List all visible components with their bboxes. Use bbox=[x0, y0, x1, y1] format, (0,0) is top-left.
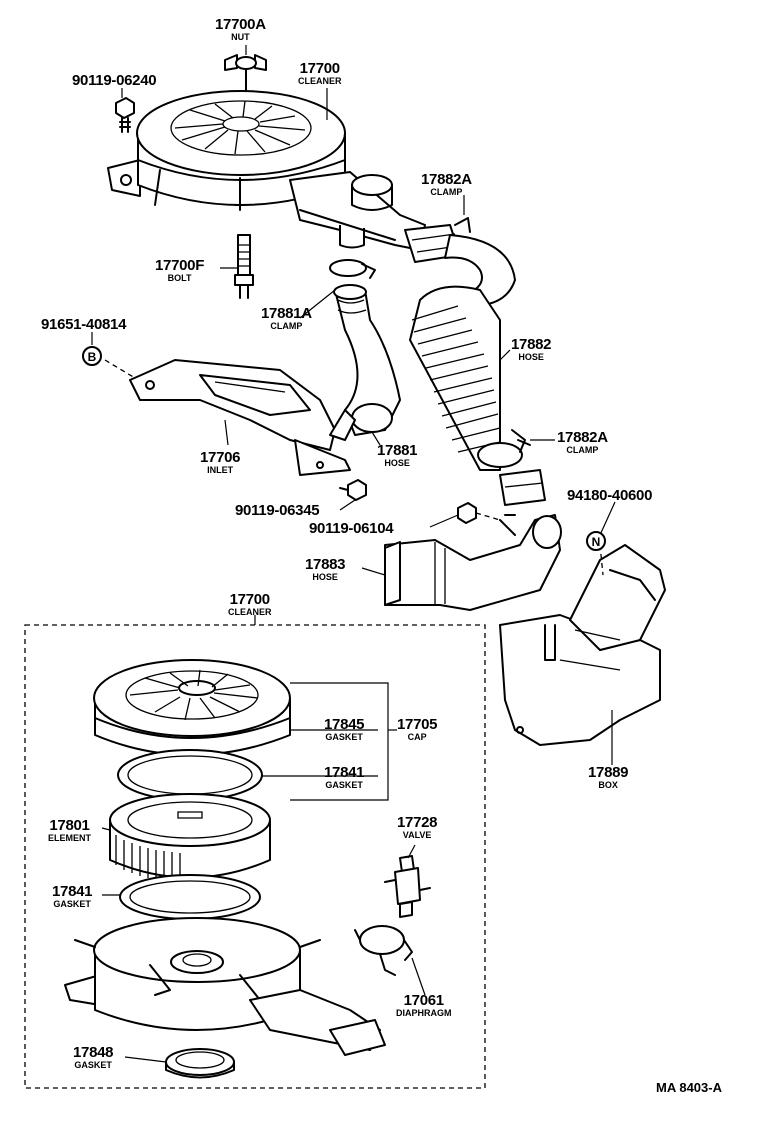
part-number: 17061 bbox=[403, 992, 445, 1009]
part-number: 91651-40814 bbox=[41, 316, 127, 333]
part-name: CLAMP bbox=[430, 187, 463, 197]
marker-n-circle bbox=[586, 531, 606, 551]
part-name: BOLT bbox=[167, 273, 192, 283]
valve-diaphragm bbox=[354, 855, 431, 976]
part-number: 94180-40600 bbox=[567, 487, 653, 504]
label-17705-cap: 17705 CAP bbox=[397, 716, 438, 742]
hose-17883 bbox=[384, 502, 562, 611]
label-17848-gasket: 17848 GASKET bbox=[73, 1044, 114, 1070]
part-number: 17889 bbox=[588, 764, 629, 781]
label-17728-valve: 17728 VALVE bbox=[397, 814, 438, 840]
marker-n: N bbox=[592, 535, 601, 549]
inlet-17706 bbox=[104, 359, 367, 501]
part-name: CLAMP bbox=[270, 321, 303, 331]
part-number: 17882A bbox=[557, 429, 608, 446]
hose-17881-assembly bbox=[329, 259, 401, 436]
part-number: 17841 bbox=[324, 764, 365, 781]
label-17882a-low: 17882A CLAMP bbox=[557, 430, 608, 455]
part-number: 17882A bbox=[421, 171, 472, 188]
part-number: 17881A bbox=[261, 305, 312, 322]
part-number: 17700F bbox=[155, 257, 205, 274]
box-17889 bbox=[499, 544, 666, 746]
reference-markers: B N bbox=[82, 346, 606, 551]
part-name: HOSE bbox=[312, 572, 338, 582]
part-name: CLEANER bbox=[228, 607, 272, 617]
part-name: CLEANER bbox=[298, 76, 342, 86]
part-number: 17882 bbox=[511, 336, 552, 353]
part-number: 17848 bbox=[73, 1044, 114, 1061]
part-name: GASKET bbox=[325, 732, 363, 742]
label-17881-hose: 17881 HOSE bbox=[377, 442, 418, 468]
part-number: 90119-06345 bbox=[235, 502, 320, 519]
part-number: 90119-06104 bbox=[309, 520, 394, 537]
part-number: 90119-06240 bbox=[72, 72, 157, 89]
part-name: GASKET bbox=[74, 1060, 112, 1070]
label-91651-40814: 91651-40814 bbox=[41, 317, 126, 332]
label-17700-cleaner: 17700 CLEANER bbox=[298, 61, 342, 86]
part-name: HOSE bbox=[518, 352, 544, 362]
cleaner-exploded-set bbox=[24, 615, 486, 1089]
label-17889-box: 17889 BOX bbox=[588, 764, 629, 790]
part-name: GASKET bbox=[325, 780, 363, 790]
label-90119-06104: 90119-06104 bbox=[309, 520, 394, 537]
drawing-reference: MA 8403-A bbox=[656, 1080, 722, 1095]
label-17706-inlet: 17706 INLET bbox=[200, 449, 241, 475]
label-90119-06240: 90119-06240 bbox=[72, 72, 157, 89]
marker-b: B bbox=[88, 350, 97, 364]
label-17882a-top: 17882A CLAMP bbox=[421, 172, 472, 197]
label-17061-diaphragm: 17061 DIAPHRAGM bbox=[396, 993, 452, 1018]
marker-b-circle bbox=[82, 346, 102, 366]
part-number: 17705 bbox=[397, 716, 438, 733]
part-name: CLAMP bbox=[566, 445, 599, 455]
part-number: 17801 bbox=[49, 817, 90, 834]
label-90119-06345: 90119-06345 bbox=[235, 502, 320, 519]
part-number: 17883 bbox=[305, 556, 346, 573]
part-number: 17706 bbox=[200, 449, 241, 466]
label-17883-hose: 17883 HOSE bbox=[305, 556, 346, 582]
part-number: 17881 bbox=[377, 442, 418, 459]
label-17841-gasket-lower: 17841 GASKET bbox=[52, 883, 93, 909]
part-name: VALVE bbox=[402, 830, 432, 840]
part-name: BOX bbox=[598, 780, 618, 790]
label-17700f: 17700F BOLT bbox=[155, 258, 204, 283]
part-name: DIAPHRAGM bbox=[396, 1008, 452, 1018]
label-17841-gasket-upper: 17841 GASKET bbox=[324, 764, 365, 790]
part-number: 17728 bbox=[397, 814, 438, 831]
label-17881a: 17881A CLAMP bbox=[261, 306, 312, 331]
part-name: HOSE bbox=[384, 458, 410, 468]
hose-17882-assembly bbox=[404, 217, 546, 506]
part-name: GASKET bbox=[53, 899, 91, 909]
air-cleaner-top-assembly bbox=[107, 54, 426, 299]
label-17801-element: 17801 ELEMENT bbox=[48, 818, 91, 843]
label-17700-cleaner-set: 17700 CLEANER bbox=[228, 592, 272, 617]
part-number: 17700A bbox=[215, 16, 266, 33]
part-name: NUT bbox=[231, 32, 250, 42]
part-number: 17700 bbox=[229, 591, 271, 608]
part-name: CAP bbox=[407, 732, 427, 742]
part-name: INLET bbox=[207, 465, 234, 475]
part-number: 17700 bbox=[299, 60, 341, 77]
label-17882-hose: 17882 HOSE bbox=[511, 336, 552, 362]
label-17845-gasket: 17845 GASKET bbox=[324, 716, 365, 742]
leader-lines bbox=[91, 45, 616, 1063]
part-number: 17845 bbox=[324, 716, 365, 733]
part-name: ELEMENT bbox=[48, 833, 92, 843]
label-17700a: 17700A NUT bbox=[215, 17, 266, 42]
part-number: 17841 bbox=[52, 883, 93, 900]
label-94180-40600: 94180-40600 bbox=[567, 488, 652, 503]
